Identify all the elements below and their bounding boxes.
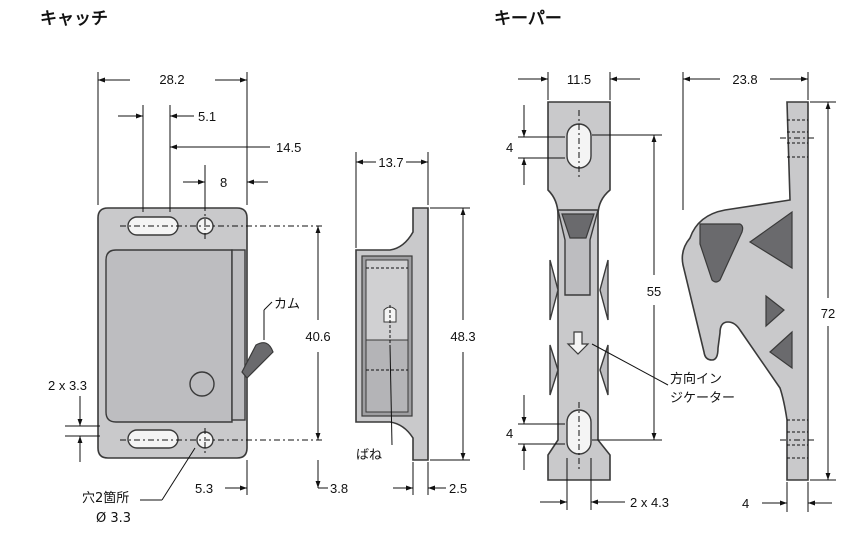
- dim-keeper-slot-top: 4: [506, 140, 513, 155]
- keeper-front-dimensions: 11.5 4 4 55 2 x 4.3 方向イン ジケーター: [506, 72, 735, 510]
- dim-catch-bottom-a: 5.3: [195, 481, 213, 496]
- dim-catch-height: 40.6: [305, 329, 330, 344]
- dim-catch-bottom-b: 3.8: [330, 481, 348, 496]
- label-cam: カム: [274, 297, 300, 312]
- dim-keeper-slot-size: 2 x 4.3: [630, 495, 669, 510]
- label-indicator-line2: ジケーター: [670, 391, 735, 406]
- dim-catch-slot-size: 2 x 3.3: [48, 378, 87, 393]
- dim-catch-slot-offset: 5.1: [198, 109, 216, 124]
- dim-catch-side-thick: 2.5: [449, 481, 467, 496]
- dim-catch-width: 28.2: [159, 72, 184, 87]
- dim-keeper-width: 11.5: [567, 72, 591, 87]
- dim-catch-hole-offset: 8: [220, 175, 227, 190]
- label-holes-line2: Ø 3.3: [96, 511, 131, 526]
- label-indicator-line1: 方向イン: [670, 371, 722, 387]
- dim-keeper-pitch: 55: [647, 284, 661, 299]
- keeper-side-dimensions: 23.8 72 4: [682, 72, 836, 512]
- catch-front-dimensions: 28.2 5.1 14.5 8 40.6 2 x 3.3 5.3 3.8 穴2箇…: [48, 72, 348, 526]
- dim-catch-h-offset: 14.5: [276, 140, 301, 155]
- dim-keeper-slot-bottom: 4: [506, 426, 513, 441]
- dim-keeper-thickness: 4: [742, 496, 749, 511]
- dim-catch-side-width: 13.7: [378, 155, 403, 170]
- dim-catch-side-height: 48.3: [450, 329, 475, 344]
- catch-side-view: [355, 207, 429, 461]
- dim-keeper-height: 72: [821, 306, 835, 321]
- catch-side-dimensions: 13.7 48.3 2.5 ばね: [355, 152, 476, 496]
- catch-title: キャッチ: [40, 9, 108, 29]
- catch-front-view: [97, 205, 325, 459]
- dim-keeper-side-width: 23.8: [732, 72, 757, 87]
- label-holes-line1: 穴2箇所: [82, 490, 129, 506]
- label-spring: ばね: [356, 448, 382, 463]
- keeper-side-view: [681, 101, 815, 481]
- keeper-front-view: [547, 101, 611, 481]
- keeper-title: キーパー: [494, 9, 562, 29]
